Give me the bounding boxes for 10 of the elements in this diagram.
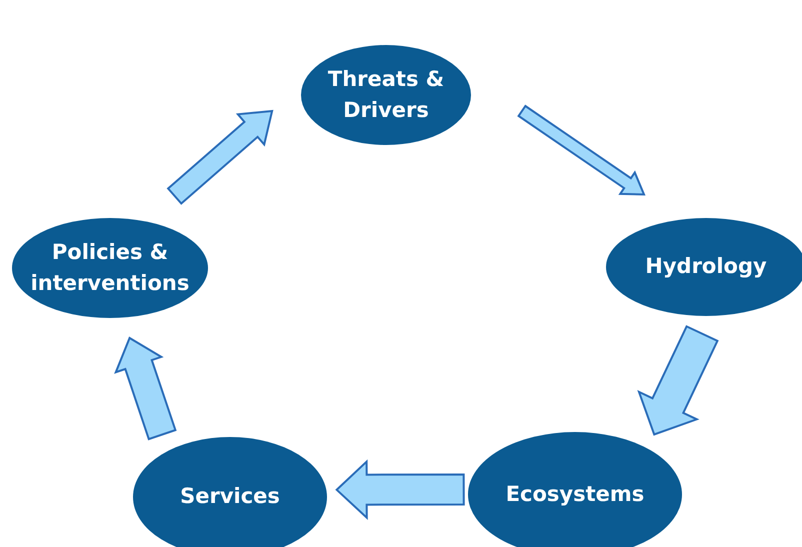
- block-arrow: [335, 459, 465, 520]
- node-label: Hydrology: [644, 253, 768, 280]
- block-arrow: [517, 104, 646, 196]
- node-label: Policies & interventions: [30, 238, 190, 297]
- block-arrow: [637, 325, 719, 436]
- block-arrow: [166, 110, 274, 205]
- node-label: Ecosystems: [504, 480, 646, 508]
- node-label: Services: [179, 483, 281, 510]
- node-label: Threats & Drivers: [326, 66, 446, 124]
- block-arrow: [114, 336, 177, 440]
